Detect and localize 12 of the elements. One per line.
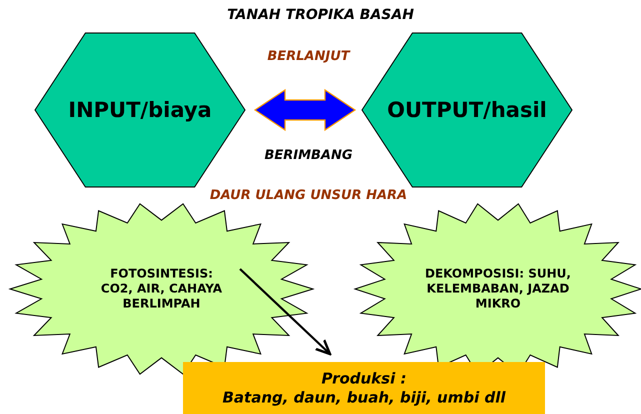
- production-box: [183, 362, 545, 414]
- caption-label: BERIMBANG: [263, 148, 354, 163]
- node-label: DEKOMPOSISI: SUHU, KELEMBABAN, JAZAD MIKRO: [424, 266, 572, 312]
- double-block-arrow: [254, 88, 356, 132]
- diagram-title: TANAH TROPIKA BASAH: [226, 7, 415, 23]
- caption-label: DAUR ULANG UNSUR HARA: [208, 188, 408, 203]
- box-text: Batang, daun, buah, biji, umbi dll: [222, 388, 507, 407]
- caption-label: BERLANJUT: [266, 49, 352, 64]
- box-heading: Produksi :: [320, 369, 408, 388]
- node-label: OUTPUT/hasil: [386, 96, 548, 124]
- node-label: FOTOSINTESIS: CO2, AIR, CAHAYA BERLIMPAH: [100, 266, 224, 312]
- node-label: INPUT/biaya: [67, 96, 213, 124]
